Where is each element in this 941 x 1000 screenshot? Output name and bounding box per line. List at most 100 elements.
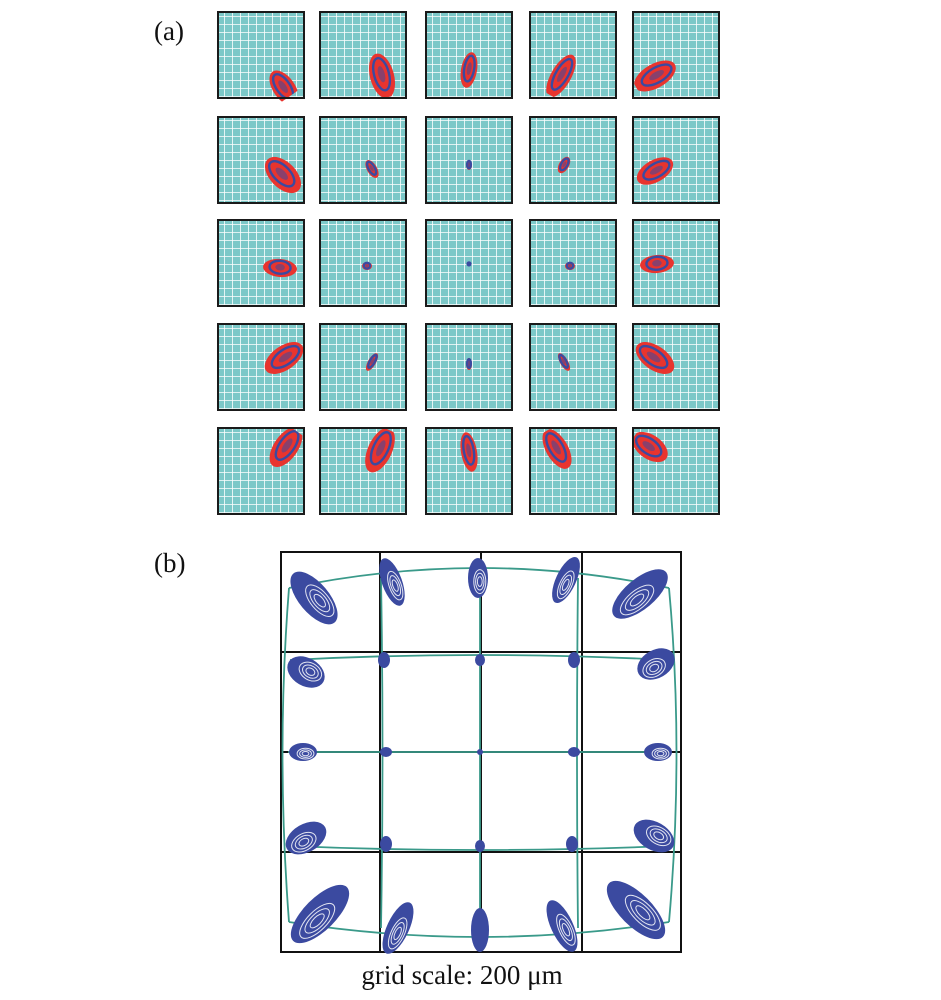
spot-core [649, 165, 663, 175]
spot-inner-contour [634, 434, 663, 458]
spot-core [376, 440, 386, 457]
spot-contour [309, 913, 325, 929]
spot-contour [624, 894, 661, 931]
spot-contour [391, 579, 399, 592]
spot [477, 749, 483, 755]
spot [465, 357, 473, 370]
spot-core [646, 351, 661, 363]
spot [468, 558, 488, 598]
tile-background [320, 220, 406, 306]
spot-inner-contour [465, 159, 473, 170]
spot [365, 159, 379, 179]
spot [568, 652, 580, 668]
spot [365, 427, 395, 473]
spot-tile [217, 426, 305, 515]
spot [632, 431, 668, 463]
spot [264, 342, 304, 374]
spot-contour [299, 749, 312, 758]
spot-body [471, 908, 489, 952]
tile-background [633, 324, 719, 410]
spot [635, 342, 675, 374]
spot-body [475, 654, 485, 666]
spot-contour [561, 923, 571, 937]
spot-inner-contour [367, 353, 378, 369]
spot-contour [475, 572, 485, 591]
spot-body [568, 747, 580, 757]
spot [557, 353, 571, 371]
spot [365, 353, 379, 371]
tile-border [217, 11, 305, 99]
spot-contour [298, 837, 310, 847]
spot [636, 157, 674, 185]
spot-contour [390, 922, 405, 945]
spot [379, 558, 405, 606]
spot [269, 426, 303, 468]
spot-contour [301, 750, 310, 757]
spot [287, 656, 325, 688]
spot [552, 556, 580, 604]
spot [475, 840, 485, 852]
spot-body [477, 749, 483, 755]
grid-scale-caption: grid scale: 200 μm [361, 960, 562, 990]
tile-border [319, 427, 407, 515]
spot-contour [299, 902, 336, 939]
spot [546, 900, 578, 952]
spot-contour [298, 661, 323, 682]
spot [466, 261, 472, 267]
spot [612, 569, 668, 619]
spot [382, 902, 414, 954]
spot-tile [529, 427, 617, 515]
distortion-grid-line [281, 587, 290, 923]
spot-tile [217, 323, 305, 411]
spot-contour [654, 749, 667, 758]
spot-tile [529, 11, 617, 99]
spot-contour [645, 660, 663, 676]
tile-border [632, 11, 720, 99]
spot [264, 156, 302, 194]
spot-core [562, 161, 567, 168]
spot-contour [619, 584, 655, 616]
spot-inner-contour [640, 63, 673, 87]
spot-contour [649, 828, 668, 844]
spot-inner-contour [371, 56, 392, 92]
spot-contour [561, 578, 570, 591]
spot-core [275, 264, 285, 271]
spot-tile [319, 116, 407, 204]
spot-contour [629, 593, 645, 607]
spot-inner-contour [365, 160, 378, 176]
spot-core [468, 162, 470, 167]
spot-contour [635, 905, 651, 921]
spot-inner-contour [462, 54, 476, 83]
spot-inner-contour [558, 353, 569, 369]
spot-tile [319, 11, 407, 99]
spot-contour [302, 664, 319, 679]
spot-contour [646, 825, 672, 847]
spot-core [377, 66, 386, 83]
tile-border [632, 116, 720, 204]
spot-body [566, 836, 578, 852]
spot-contour [304, 908, 330, 934]
spot [546, 54, 576, 98]
tile-background [320, 324, 406, 410]
tile-background [530, 324, 616, 410]
spot-inner-contour [369, 431, 392, 466]
spot-body [380, 747, 392, 757]
tile-background [530, 12, 616, 98]
tile-border [632, 323, 720, 411]
spot-tile [319, 219, 407, 307]
spot-contour [558, 918, 573, 942]
spot-tile [425, 427, 513, 515]
spot-contour [387, 570, 404, 601]
spot-core [551, 440, 561, 455]
tile-background [530, 117, 616, 203]
spot-contour [651, 747, 670, 760]
spot-core [278, 351, 293, 363]
spot-core [568, 264, 572, 268]
tile-border [425, 323, 513, 411]
tile-border [319, 219, 407, 307]
spot [290, 884, 350, 944]
panel-a-spot-grid [217, 11, 720, 515]
spot-contour [656, 750, 665, 757]
spot-tile [632, 323, 720, 411]
